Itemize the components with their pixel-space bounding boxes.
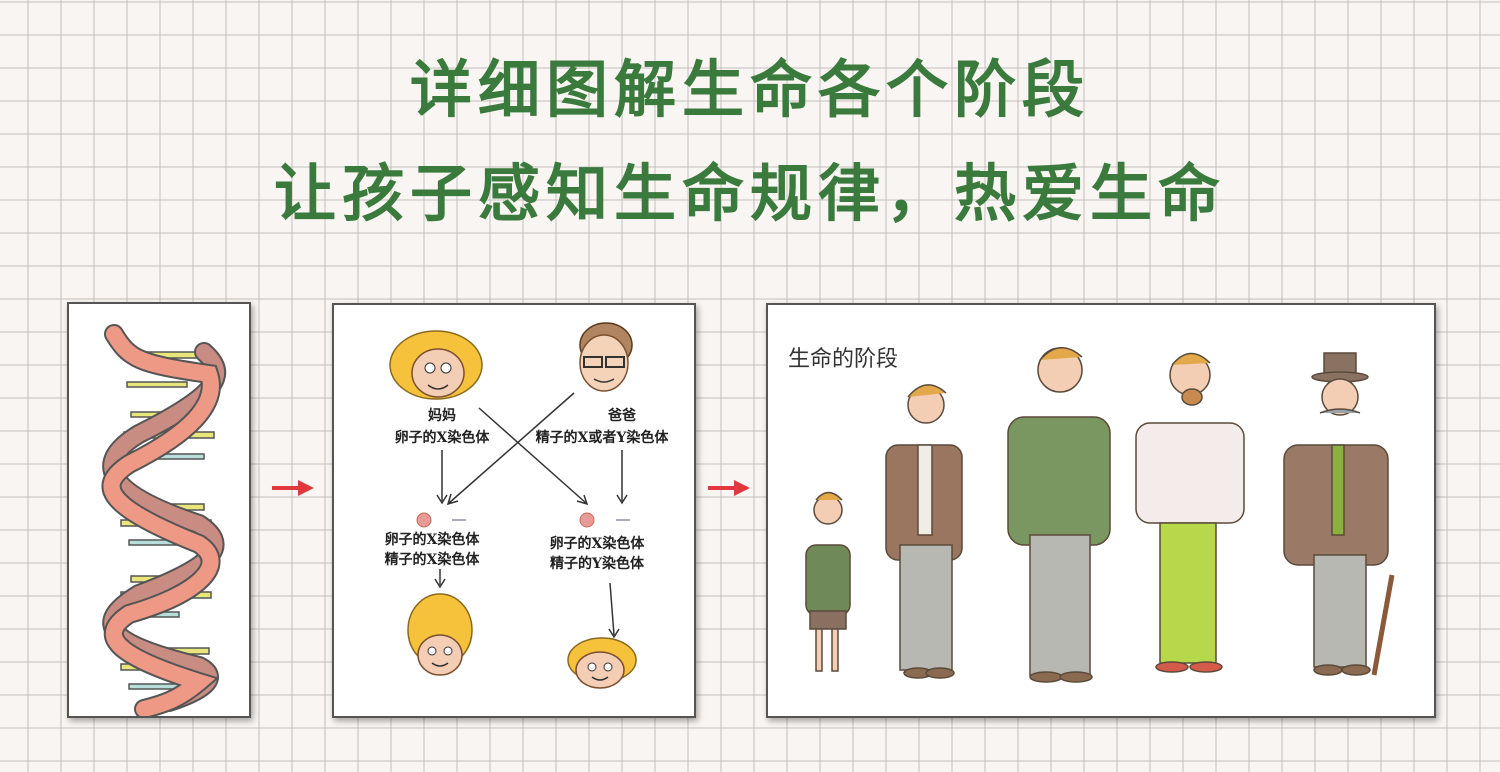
girl-desc-1: 卵子的X染色体: [384, 532, 480, 548]
teen-figure-icon: [885, 384, 963, 679]
mother-desc: 卵子的X染色体: [394, 430, 490, 446]
life-stages-panel: 生命的阶段: [766, 303, 1436, 718]
middle-age-figure-icon: [1135, 352, 1245, 673]
mother-label: 妈妈: [428, 408, 456, 424]
father-label: 爸爸: [608, 408, 636, 424]
arrow-right-icon: [708, 480, 750, 496]
dna-helix-icon: [101, 324, 227, 719]
child-figure-icon: [805, 491, 851, 672]
father-face-icon: [579, 322, 633, 392]
life-stages-title: 生命的阶段: [788, 347, 899, 372]
father-desc: 精子的X或者Y染色体: [535, 430, 669, 446]
young-adult-figure-icon: [1007, 347, 1111, 683]
inheritance-diagram: [389, 322, 637, 689]
girl-face-icon: [407, 593, 473, 676]
girl-desc-2: 精子的X染色体: [384, 552, 480, 568]
mother-face-icon: [389, 330, 483, 400]
boy-desc-2: 精子的Y染色体: [550, 556, 644, 572]
headline-line-1: 详细图解生命各个阶段: [409, 53, 1090, 126]
life-stages-figures: [805, 347, 1395, 683]
headline-line-2: 让孩子感知生命规律，热爱生命: [273, 157, 1226, 230]
boy-face-icon: [567, 637, 637, 689]
elderly-figure-icon: [1283, 352, 1395, 676]
boy-desc-1: 卵子的X染色体: [549, 536, 645, 552]
arrow-right-icon: [272, 480, 314, 496]
chromosome-inheritance-panel: 妈妈 卵子的X染色体 爸爸 精子的X或者Y染色体 卵子的X染色体 精子的X染色体…: [332, 303, 696, 718]
dna-panel: [67, 302, 251, 719]
